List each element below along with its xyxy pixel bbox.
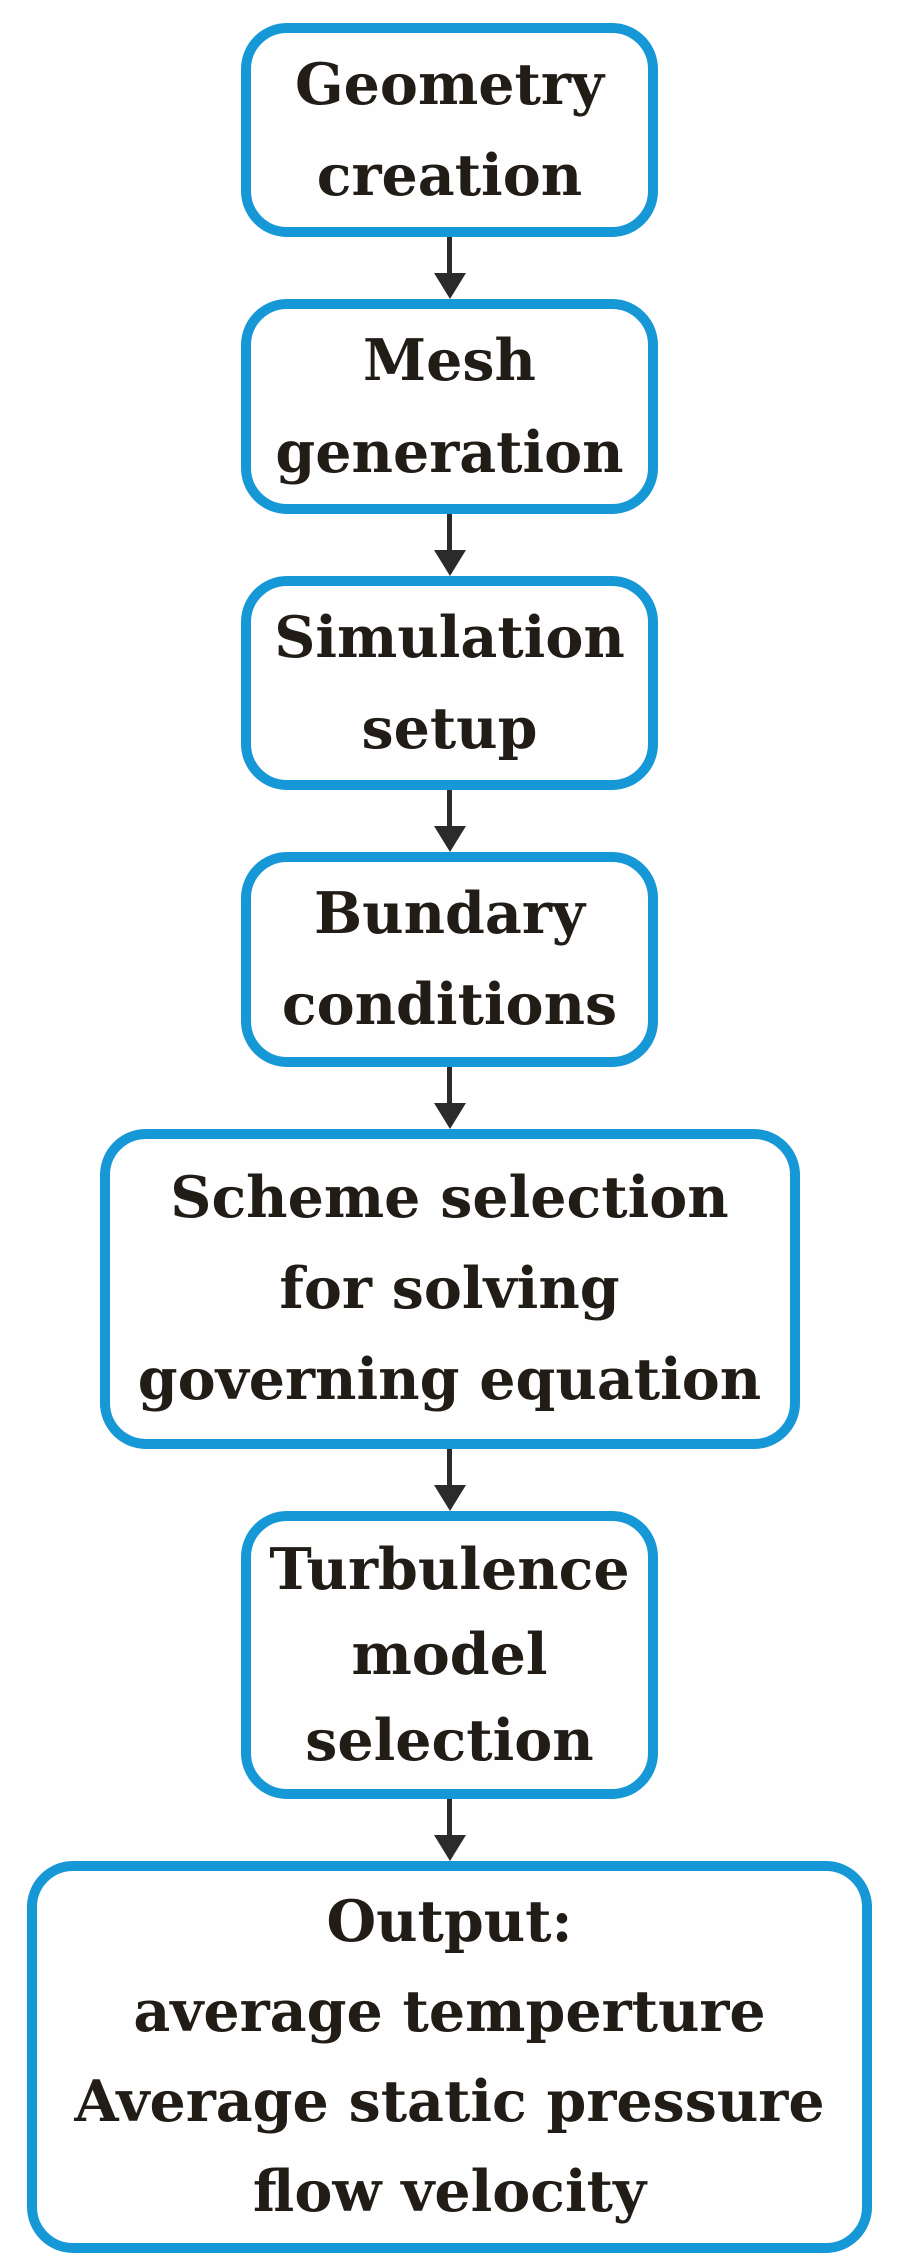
flow-node-mesh-generation: Mesh generation xyxy=(241,299,658,514)
arrow-down-icon xyxy=(433,790,466,853)
arrow-stem xyxy=(447,1448,452,1485)
node-text-line: average temperture xyxy=(133,1978,766,2046)
node-text-line: Bundary xyxy=(313,880,585,948)
arrow-down-icon xyxy=(433,237,466,300)
arrow-stem xyxy=(447,513,452,550)
node-text-line: Scheme selection xyxy=(170,1163,729,1231)
arrow-head xyxy=(433,273,466,300)
flow-node-output: Output: average temperture Average stati… xyxy=(27,1861,872,2253)
node-text-line: Simulation xyxy=(274,603,625,671)
flow-node-geometry-creation: Geometry creation xyxy=(241,23,658,238)
arrow-head xyxy=(433,1484,466,1511)
node-text-line: creation xyxy=(316,142,583,210)
arrow-stem xyxy=(447,1799,452,1835)
node-text-line: selection xyxy=(305,1706,594,1774)
arrow-down-icon xyxy=(433,1448,466,1511)
arrow-down-icon xyxy=(433,1066,466,1129)
node-text-line: Output: xyxy=(326,1888,573,1955)
arrow-stem xyxy=(447,1066,452,1103)
flow-node-simulation-setup: Simulation setup xyxy=(241,575,658,791)
arrow-head xyxy=(433,1102,466,1129)
node-text-line: generation xyxy=(275,418,624,486)
arrow-down-icon xyxy=(433,513,466,576)
arrow-head xyxy=(433,549,466,576)
arrow-stem xyxy=(447,237,452,274)
node-text-line: Mesh xyxy=(363,327,536,395)
arrow-head xyxy=(433,826,466,853)
node-text-line: conditions xyxy=(281,971,618,1039)
node-text-line: model xyxy=(351,1621,548,1688)
node-text-line: governing equation xyxy=(137,1346,762,1414)
flow-node-boundary-conditions: Bundary conditions xyxy=(241,852,658,1067)
arrow-head xyxy=(433,1835,466,1861)
node-text-line: Turbulence xyxy=(269,1535,630,1603)
arrow-down-icon xyxy=(433,1799,466,1861)
node-text-line: Geometry xyxy=(294,51,605,118)
node-text-line: for solving xyxy=(279,1254,620,1322)
node-text-line: flow velocity xyxy=(252,2158,647,2226)
arrow-stem xyxy=(447,790,452,827)
flow-node-turbulence-model-selection: Turbulence model selection xyxy=(241,1510,658,1799)
node-text-line: setup xyxy=(361,694,538,762)
node-text-line: Average static pressure xyxy=(74,2068,825,2136)
flow-node-scheme-selection: Scheme selection for solving governing e… xyxy=(99,1128,800,1449)
